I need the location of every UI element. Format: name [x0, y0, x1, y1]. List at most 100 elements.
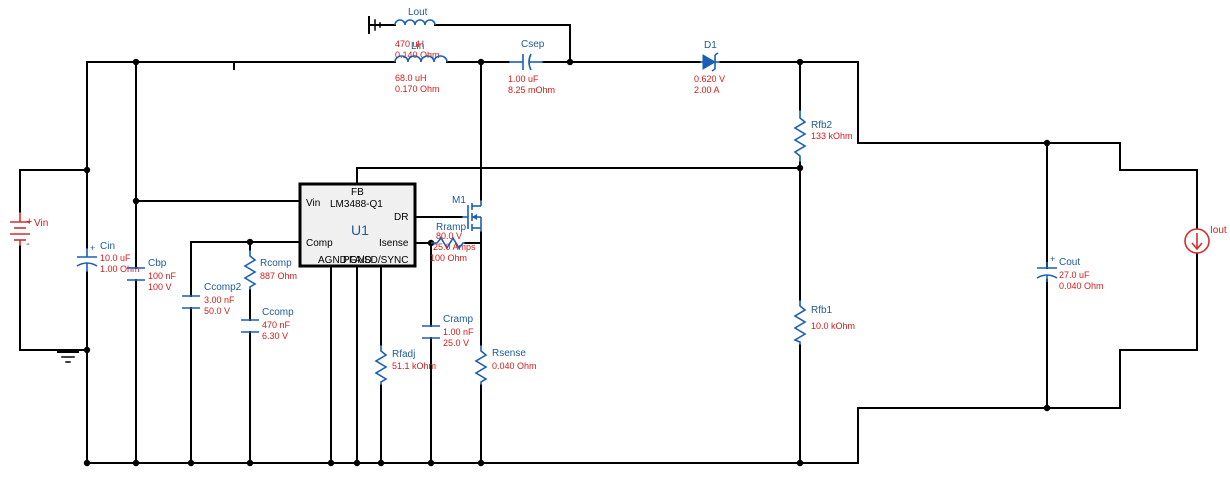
cout-value: 27.0 uF	[1059, 270, 1090, 280]
ground-symbol-top	[368, 16, 381, 34]
resistor-rcomp[interactable]: Rcomp 887 Ohm	[243, 250, 297, 290]
junction-dot	[83, 346, 91, 354]
ground-symbol-bottom	[57, 349, 79, 363]
vin-plus-sign: +	[26, 216, 32, 228]
cbp-voltage: 100 V	[148, 282, 172, 292]
junction-dot	[427, 459, 435, 467]
pin-fb: FB	[351, 187, 364, 198]
ic-ref: U1	[351, 222, 369, 238]
lout-esr: 0.140 Ohm	[395, 50, 440, 60]
pin-dr: DR	[394, 212, 408, 223]
junction-dot	[327, 459, 335, 467]
m1-ref: M1	[452, 195, 466, 206]
rramp-current: 25.0 Amps	[433, 242, 476, 252]
ic-body	[298, 182, 417, 268]
d1-vf: 0.620 V	[694, 74, 725, 84]
ic-u1[interactable]: FB LM3488-Q1 Vin DR U1 Comp Isense AGND …	[298, 182, 417, 268]
resistor-rfadj[interactable]: Rfadj 51.1 kOhm	[374, 345, 436, 385]
junction-dot	[1043, 139, 1051, 147]
junction-dot	[796, 164, 804, 172]
ic-part: LM3488-Q1	[330, 199, 383, 210]
lin-value: 68.0 uH	[395, 73, 427, 83]
pin-fa-sd-sync: FA/SD/SYNC	[349, 255, 408, 266]
cin-esr: 1.00 Ohm	[100, 264, 140, 274]
pin-pgnd: PGND	[343, 255, 372, 266]
ccomp-ref: Ccomp	[262, 307, 294, 318]
capacitor-cramp[interactable]: Cramp 1.00 nF 25.0 V	[422, 314, 474, 348]
cramp-value: 1.00 nF	[443, 327, 474, 337]
capacitor-cout[interactable]: + Cout 27.0 uF 0.040 Ohm	[1036, 254, 1104, 291]
junction-dot	[132, 58, 140, 66]
iout-ref: Iout	[1210, 225, 1227, 236]
resistor-rsense[interactable]: Rsense 0.040 Ohm	[474, 345, 537, 385]
csep-ref: Csep	[521, 39, 545, 50]
junction-dot	[83, 459, 91, 467]
csep-esr: 8.25 mOhm	[508, 85, 555, 95]
junction-dot	[246, 238, 254, 246]
csep-value: 1.00 uF	[508, 74, 539, 84]
junction-dot	[132, 197, 140, 205]
pin-vin: Vin	[306, 198, 320, 209]
capacitor-ccomp2[interactable]: Ccomp2 3.00 nF 50.0 V	[182, 282, 242, 316]
junction-dot	[1043, 404, 1051, 412]
cin-value: 10.0 uF	[100, 253, 131, 263]
pin-comp: Comp	[306, 238, 333, 249]
resistor-rfb2[interactable]: Rfb2 133 kOhm	[793, 110, 853, 162]
ccomp-voltage: 6.30 V	[262, 331, 288, 341]
vin-ref: Vin	[34, 218, 48, 229]
junction-dot	[83, 166, 91, 174]
capacitor-csep[interactable]: Csep 1.00 uF 8.25 mOhm	[508, 39, 555, 95]
junction-dot	[132, 459, 140, 467]
resistor-rfb1[interactable]: Rfb1 10.0 kOhm	[793, 300, 855, 345]
junction-dot	[796, 58, 804, 66]
junction-dot	[187, 459, 195, 467]
junction-dot	[796, 459, 804, 467]
junction-dot	[477, 459, 485, 467]
rsense-value: 0.040 Ohm	[492, 361, 537, 371]
rsense-ref: Rsense	[492, 348, 526, 359]
inductor-lout[interactable]: Lout 470 uH 0.140 Ohm	[394, 7, 440, 60]
junctions	[83, 58, 1051, 467]
resistor-rramp[interactable]: Rramp 80.0 V 25.0 Amps 100 Ohm	[430, 222, 476, 263]
rfb1-ref: Rfb1	[811, 305, 833, 316]
ccomp2-ref: Ccomp2	[204, 282, 242, 293]
junction-dot	[477, 58, 485, 66]
rramp-value: 80.0 V	[436, 231, 462, 241]
rfb2-value: 133 kOhm	[811, 131, 853, 141]
lin-ref: Lin	[411, 41, 424, 52]
cbp-ref: Cbp	[148, 258, 167, 269]
lout-value: 470 uH	[395, 39, 424, 49]
rfadj-value: 51.1 kOhm	[392, 361, 436, 371]
rfb2-ref: Rfb2	[811, 120, 833, 131]
pin-agnd: AGND	[318, 255, 347, 266]
cin-ref: Cin	[100, 241, 115, 252]
rcomp-ref: Rcomp	[260, 258, 292, 269]
mosfet-m1[interactable]: M1	[452, 195, 482, 232]
junction-dot	[246, 459, 254, 467]
junction-dot	[377, 459, 385, 467]
cout-esr: 0.040 Ohm	[1059, 281, 1104, 291]
capacitor-cin[interactable]: + Cin 10.0 uF 1.00 Ohm	[76, 241, 140, 274]
capacitor-ccomp[interactable]: Ccomp 470 nF 6.30 V	[241, 307, 294, 341]
d1-current: 2.00 A	[694, 85, 720, 95]
battery-vin[interactable]: + - Vin	[10, 212, 48, 250]
cramp-voltage: 25.0 V	[443, 338, 469, 348]
cramp-ref: Cramp	[443, 314, 473, 325]
current-source-iout[interactable]: Iout	[1184, 225, 1227, 254]
rcomp-value: 887 Ohm	[260, 271, 297, 281]
ccomp-value: 470 nF	[262, 320, 291, 330]
rfb1-value: 10.0 kOhm	[811, 321, 855, 331]
diode-d1[interactable]: D1 0.620 V 2.00 A	[694, 40, 725, 95]
lin-esr: 0.170 Ohm	[395, 84, 440, 94]
inductor-lin[interactable]: Lin 68.0 uH 0.170 Ohm	[394, 41, 448, 94]
capacitor-cbp[interactable]: Cbp 100 nF 100 V	[127, 258, 177, 292]
rramp-res: 100 Ohm	[430, 253, 467, 263]
lout-ref: Lout	[408, 7, 428, 18]
cin-plus-sign: +	[90, 243, 95, 253]
rramp-ref: Rramp	[436, 222, 466, 233]
wires	[19, 24, 1198, 464]
cout-ref: Cout	[1059, 257, 1080, 268]
rfadj-ref: Rfadj	[392, 349, 415, 360]
cbp-value: 100 nF	[148, 271, 177, 281]
